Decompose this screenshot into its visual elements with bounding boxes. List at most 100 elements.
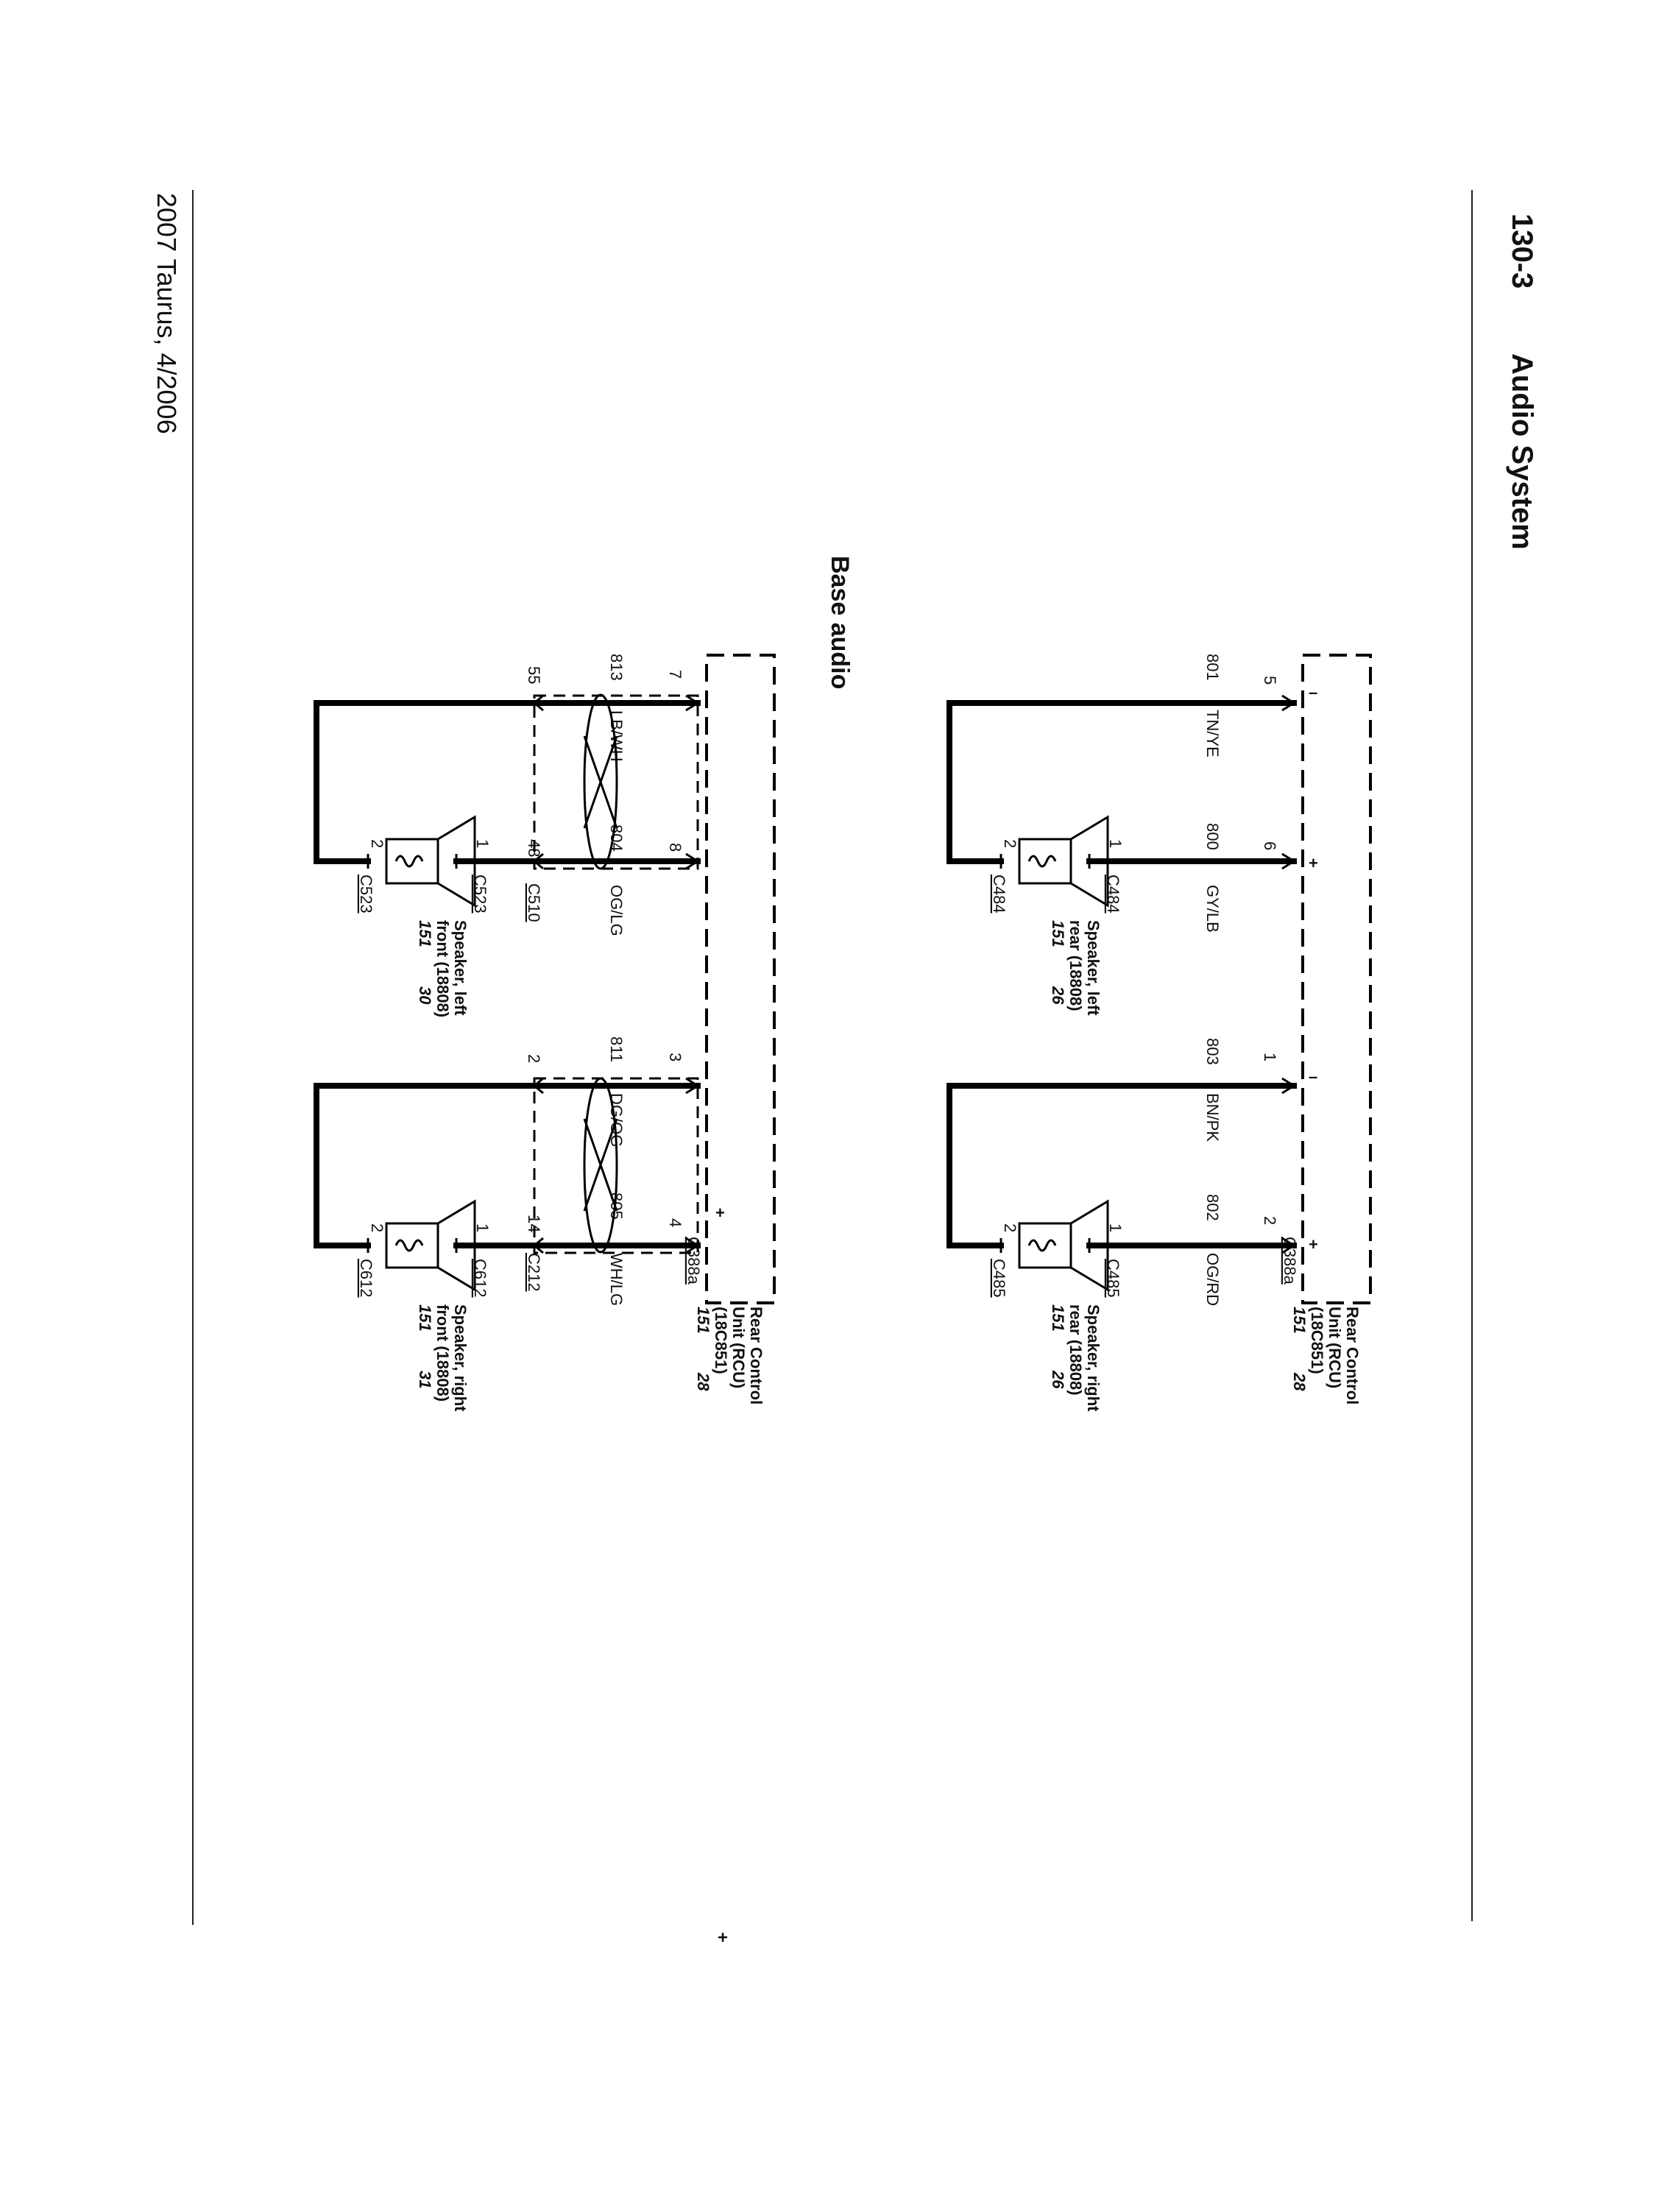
svg-text:(18C851): (18C851) [712,1307,730,1374]
inline-connector-c212: C212 [525,1253,543,1292]
svg-text:Speaker, right: Speaker, right [1084,1304,1103,1412]
speaker-left-rear-connector-a: C484 [1104,874,1122,914]
svg-text:151: 151 [416,1304,434,1332]
vehicle-date: 2007 Taurus, 4/2006 [152,193,182,434]
svg-text:26: 26 [1049,1370,1067,1389]
bottom-pin-3: 3 811 DG/OG 2 [525,1036,684,1147]
svg-text:2: 2 [1261,1216,1279,1225]
svg-text:151: 151 [416,920,434,947]
top-pin-6: 6 + 800 GY/LB [1203,823,1318,933]
svg-text:31: 31 [416,1371,434,1388]
svg-text:2: 2 [1001,839,1019,848]
svg-text:4: 4 [666,1218,684,1227]
speaker-left-rear: 1 2 C484 C484 Speaker, left rear (18808)… [990,815,1125,1016]
top-pin-1: 1 – 803 BN/PK [1203,1038,1317,1142]
page-header: 130-3 Audio System [1506,213,1538,550]
inline-connector-c212-box [533,1077,699,1254]
speaker-right-front-connector-a: C612 [471,1259,489,1298]
svg-text:813: 813 [607,654,626,681]
page-number: 130-3 [1506,213,1538,289]
svg-text:rear (18808): rear (18808) [1066,920,1085,1011]
stray-mark: + [718,1928,728,1948]
svg-text:OG/LG: OG/LG [607,885,626,936]
svg-text:7: 7 [666,670,684,679]
svg-text:+: + [715,1204,725,1222]
diagram-subtitle: Base audio [826,556,854,689]
speaker-left-front: 1 2 C523 C523 Speaker, left front (18808… [357,815,492,1017]
svg-text:151: 151 [1049,920,1067,947]
svg-text:151: 151 [1290,1307,1309,1334]
bottom-wiring [314,693,701,1254]
svg-text:–: – [1309,683,1317,702]
svg-text:+: + [1309,854,1318,872]
svg-text:rear (18808): rear (18808) [1066,1304,1085,1396]
svg-text:Speaker, left: Speaker, left [451,920,470,1016]
svg-text:1: 1 [1106,839,1125,848]
rcu-top-pins: 5 – 801 TN/YE 6 + 800 GY/LB 1 – 803 BN/P… [1203,654,1318,1306]
svg-text:2: 2 [525,1054,543,1063]
svg-text:2: 2 [368,1223,386,1232]
svg-text:GY/LB: GY/LB [1203,885,1222,933]
svg-text:Speaker, left: Speaker, left [1084,920,1103,1016]
svg-text:6: 6 [1261,841,1279,850]
rcu-bottom-label: Rear Control Unit (RCU) (18C851) 151 28 [694,1307,765,1404]
top-wiring [946,694,1297,1254]
svg-text:802: 802 [1203,1194,1222,1221]
bottom-pin-7: 7 813 LB/WH 55 [525,654,684,762]
wire-801 [946,700,1297,864]
svg-text:151: 151 [694,1307,712,1334]
svg-text:BN/PK: BN/PK [1203,1093,1222,1142]
speaker-right-rear-connector-a: C485 [1104,1259,1122,1298]
inline-connector-c510: C510 [525,883,543,922]
svg-text:801: 801 [1203,654,1222,681]
svg-text:(18C851): (18C851) [1308,1307,1326,1374]
svg-text:5: 5 [1261,676,1279,685]
twisted-pair-front-right [583,1077,618,1254]
wire-811 [314,1083,701,1248]
svg-text:8: 8 [666,843,684,852]
speaker-right-rear-connector-b: C485 [990,1259,1008,1298]
speaker-left-rear-connector-b: C484 [990,874,1008,914]
svg-text:28: 28 [694,1372,712,1391]
svg-text:Speaker, right: Speaker, right [451,1304,470,1412]
svg-text:1: 1 [473,1223,492,1232]
svg-text:Base audio: Base audio [826,556,854,689]
svg-text:1: 1 [473,839,492,848]
wire-813 [314,700,701,864]
svg-text:800: 800 [1203,823,1222,850]
svg-text:30: 30 [416,986,434,1005]
speaker-right-rear: 1 2 C485 C485 Speaker, right rear (18808… [990,1199,1125,1412]
svg-text:2: 2 [1001,1223,1019,1232]
svg-text:804: 804 [607,824,626,852]
top-pin-5: 5 – 801 TN/YE [1203,654,1317,757]
svg-text:803: 803 [1203,1038,1222,1065]
svg-text:Unit (RCU): Unit (RCU) [1326,1307,1344,1388]
speaker-icon [385,1199,476,1292]
speaker-left-front-connector-a: C523 [471,874,489,914]
svg-text:151: 151 [1049,1304,1067,1332]
svg-text:+: + [1309,1235,1318,1254]
twisted-pair-front-left [583,693,618,870]
svg-text:front (18808): front (18808) [434,1304,452,1402]
svg-text:Unit (RCU): Unit (RCU) [729,1307,748,1388]
speaker-right-front-connector-b: C612 [357,1259,375,1298]
rcu-bottom-box [705,654,776,1304]
svg-text:Rear Control: Rear Control [1343,1307,1362,1404]
section-title: Audio System [1506,353,1538,550]
rcu-top-label: Rear Control Unit (RCU) (18C851) 151 28 [1290,1307,1362,1404]
svg-text:28: 28 [1290,1372,1309,1391]
speaker-icon [385,815,476,908]
rcu-top-box [1301,654,1372,1304]
svg-text:2: 2 [368,839,386,848]
inline-connector-c510-box [533,694,699,870]
page-footer: 2007 Taurus, 4/2006 [152,193,182,434]
svg-text:Rear Control: Rear Control [747,1307,765,1404]
svg-text:OG/RD: OG/RD [1203,1253,1222,1306]
svg-text:WH/LG: WH/LG [607,1253,626,1306]
svg-text:front (18808): front (18808) [434,920,452,1017]
svg-text:811: 811 [607,1036,626,1062]
speaker-icon [1018,815,1109,908]
svg-text:1: 1 [1106,1223,1125,1232]
